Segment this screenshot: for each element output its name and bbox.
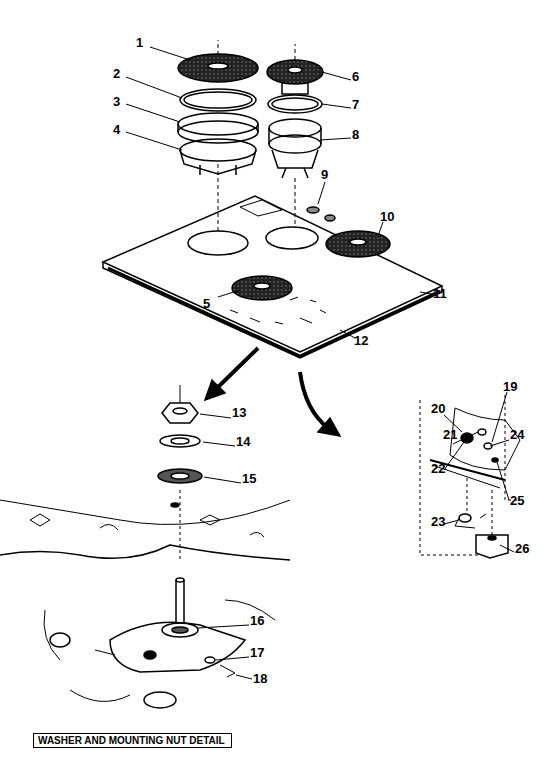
callout-number: 22 <box>431 462 445 476</box>
callout-number: 19 <box>503 380 517 394</box>
callout-number: 6 <box>352 70 359 84</box>
callout-number: 15 <box>242 472 256 486</box>
callout-number: 8 <box>352 128 359 142</box>
callout-number: 5 <box>203 297 210 311</box>
callout-number: 23 <box>431 515 445 529</box>
callout-number: 26 <box>515 542 529 556</box>
callout-number: 16 <box>250 614 264 628</box>
callout-number: 14 <box>236 435 250 449</box>
callout-number: 21 <box>443 428 457 442</box>
callout-number: 18 <box>253 672 267 686</box>
callout-number: 1 <box>136 36 143 50</box>
callout-number: 4 <box>113 123 120 137</box>
callout-number: 9 <box>321 168 328 182</box>
callout-number: 25 <box>510 494 524 508</box>
callout-number: 17 <box>250 646 264 660</box>
callout-number: 3 <box>113 95 120 109</box>
callout-number: 13 <box>232 406 246 420</box>
callout-number: 12 <box>354 334 368 348</box>
detail-title-box: WASHER AND MOUNTING NUT DETAIL <box>33 733 232 748</box>
callout-number: 11 <box>433 287 447 301</box>
callout-number: 10 <box>380 210 394 224</box>
callout-number: 7 <box>352 98 359 112</box>
callout-number: 2 <box>113 67 120 81</box>
callout-number: 24 <box>510 428 524 442</box>
detail-title: WASHER AND MOUNTING NUT DETAIL <box>38 735 227 746</box>
callout-number: 20 <box>431 402 445 416</box>
